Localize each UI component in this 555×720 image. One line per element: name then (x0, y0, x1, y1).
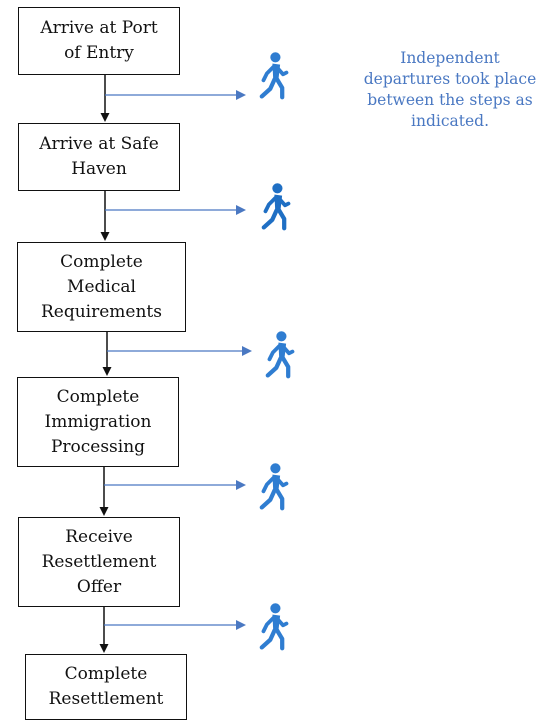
step-complete-resettlement: Complete Resettlement (25, 654, 187, 720)
connector-1 (100, 75, 246, 122)
step-complete-immigration-processing: Complete Immigration Processing (17, 377, 179, 467)
step-label-line: Resettlement (48, 689, 164, 709)
step-label-line: Haven (71, 159, 127, 179)
step-label-line: Arrive at Port (40, 18, 158, 38)
connector-4 (99, 467, 246, 516)
connector-2 (100, 191, 246, 241)
step-complete-medical-requirements: Complete Medical Requirements (17, 242, 186, 332)
step-label-line: Requirements (40, 301, 162, 322)
step-label-line: of Entry (64, 43, 134, 63)
walking-person-icon (262, 604, 287, 649)
note-line: between the steps as (367, 91, 533, 109)
step-label-line: Resettlement (41, 551, 157, 572)
step-arrive-safe-haven: Arrive at Safe Haven (18, 123, 180, 191)
step-label-line: Complete (64, 664, 148, 684)
step-label-line: Medical (67, 276, 136, 297)
note-line: departures took place (363, 70, 537, 88)
note-line: indicated. (411, 112, 489, 130)
step-label-line: Offer (76, 576, 122, 597)
connector-5 (99, 607, 246, 653)
note-line: Independent (400, 49, 500, 67)
step-label-line: Receive (65, 526, 133, 547)
step-label-line: Complete (60, 251, 143, 272)
independent-departures-note: Independent departures took place betwee… (345, 48, 555, 132)
walking-person-icon (262, 53, 287, 98)
step-label-line: Processing (50, 436, 146, 457)
walking-person-icon (262, 464, 287, 509)
walking-person-icon (268, 332, 293, 377)
step-label-line: Immigration (44, 411, 152, 432)
walking-person-icon (264, 184, 289, 229)
step-receive-resettlement-offer: Receive Resettlement Offer (18, 517, 180, 607)
connector-3 (102, 332, 252, 376)
step-arrive-port-of-entry: Arrive at Port of Entry (18, 7, 180, 75)
step-label-line: Arrive at Safe (39, 134, 159, 154)
step-label-line: Complete (56, 386, 140, 407)
